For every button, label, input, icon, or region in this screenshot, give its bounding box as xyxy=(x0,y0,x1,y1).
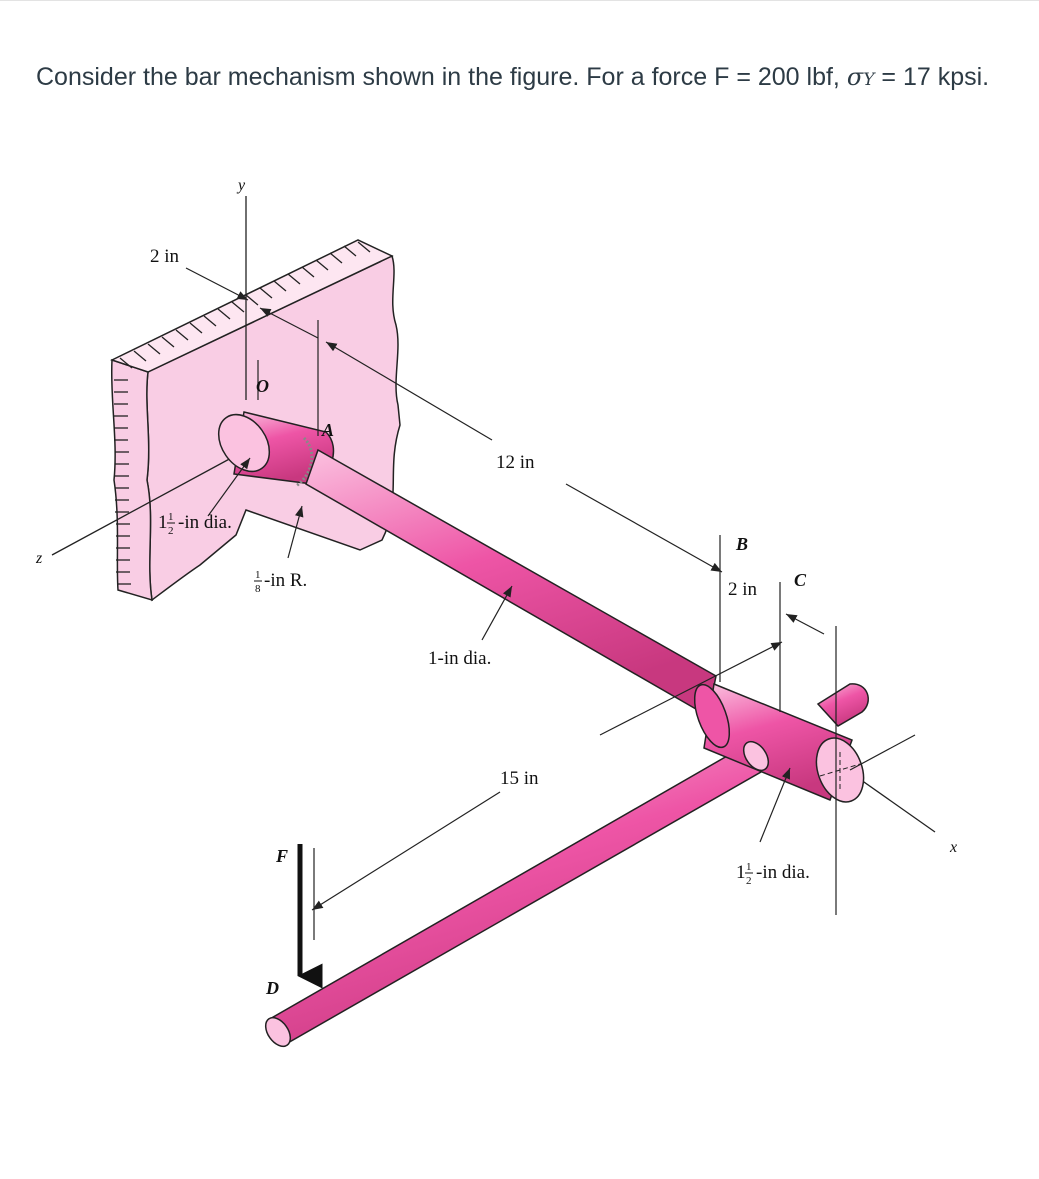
rod-end-near-c xyxy=(742,740,770,772)
dim-15in-top xyxy=(599,641,783,736)
fillet-den: 8 xyxy=(255,583,261,595)
main-bar-oa xyxy=(217,411,717,718)
label-point-b: B xyxy=(735,534,748,554)
label-wall-dia: 1 1 2 -in dia. xyxy=(158,511,232,537)
top-divider xyxy=(0,0,1039,1)
dim-12in-right xyxy=(565,483,723,573)
x-axis-label: x xyxy=(949,839,957,856)
problem-text-before: Consider the bar mechanism shown in the … xyxy=(36,63,840,91)
wall-dia-whole: 1 xyxy=(158,512,168,533)
label-force-f: F xyxy=(275,846,288,866)
c-dia-whole: 1 xyxy=(736,862,746,883)
rod-end-d xyxy=(264,1016,292,1048)
c-dia-tick xyxy=(849,734,916,771)
c-dia-num: 1 xyxy=(746,861,752,873)
sigma-symbol: σ xyxy=(846,63,864,91)
label-point-d: D xyxy=(265,978,279,998)
label-15in: 15 in xyxy=(500,768,539,789)
sigma-subscript: Y xyxy=(863,70,875,90)
leader-wall-dia xyxy=(207,457,251,517)
wall-dia-den: 2 xyxy=(168,525,174,537)
wall-hatch xyxy=(114,241,371,585)
label-point-o: O xyxy=(256,376,269,396)
dimension-lines xyxy=(185,267,916,940)
crank-rod xyxy=(266,743,770,1045)
label-2in-top: 2 in xyxy=(150,246,180,267)
leader-fillet xyxy=(287,505,304,559)
label-fillet: 1 8 -in R. xyxy=(254,569,307,595)
leader-1in-dia xyxy=(481,585,513,641)
label-point-c: C xyxy=(794,570,807,590)
y-axis-label: y xyxy=(236,177,246,194)
fillet-text: -in R. xyxy=(264,570,307,591)
label-c-dia: 1 1 2 -in dia. xyxy=(736,861,810,887)
wall-top xyxy=(110,239,394,373)
hub-left-end xyxy=(693,683,731,749)
rod-extension-beyond-c xyxy=(816,683,869,727)
label-point-a: A xyxy=(321,420,334,440)
fillet-num: 1 xyxy=(255,569,261,581)
shaft-end-at-wall xyxy=(217,413,271,473)
dim-2in-bc-arrow xyxy=(785,613,825,635)
leader-c-dia xyxy=(759,767,791,843)
dim-15in-bottom xyxy=(311,791,501,911)
z-axis-label: z xyxy=(35,550,43,567)
shaft-1in-section xyxy=(305,448,717,718)
z-axis xyxy=(51,449,247,556)
wall-dia-text: -in dia. xyxy=(178,512,232,533)
dim-2in-top-arrow-right xyxy=(259,307,319,339)
problem-text-after: = 17 kpsi. xyxy=(881,63,990,91)
dim-12in-left xyxy=(325,341,493,441)
label-12in: 12 in xyxy=(496,452,535,473)
label-1in-dia: 1-in dia. xyxy=(428,648,491,669)
problem-statement: Consider the bar mechanism shown in the … xyxy=(36,56,1016,101)
label-2in-bc: 2 in xyxy=(728,579,758,600)
fillet-ring xyxy=(295,436,314,488)
wall-dia-num: 1 xyxy=(168,511,174,523)
c-dia-text: -in dia. xyxy=(756,862,810,883)
wall-side xyxy=(110,358,153,602)
dim-2in-top-arrow-left xyxy=(185,267,249,301)
c-dia-den: 2 xyxy=(746,875,752,887)
hub-bc xyxy=(693,682,865,803)
